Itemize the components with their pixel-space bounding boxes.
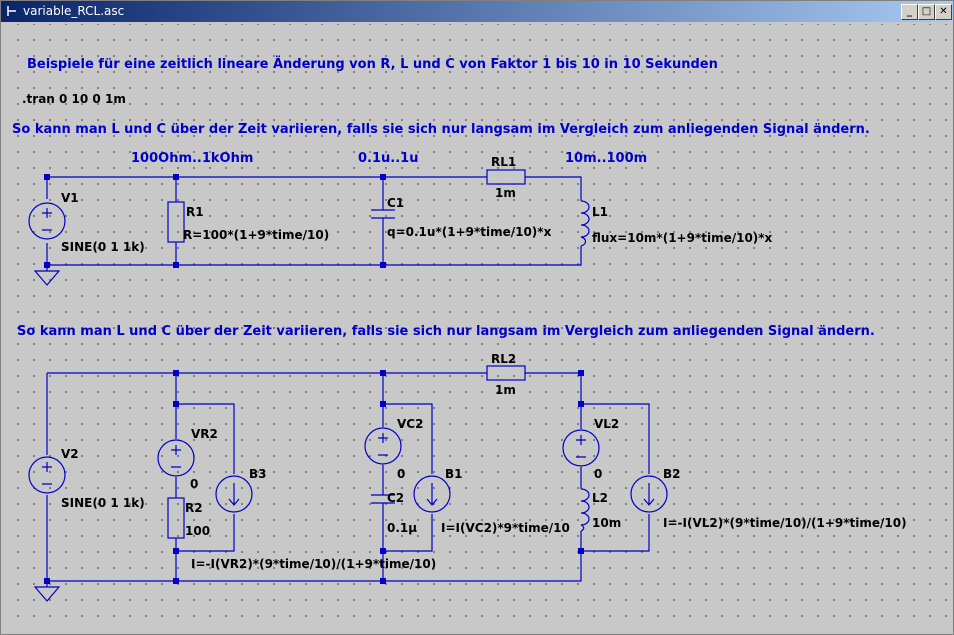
l1-name: L1	[592, 205, 608, 219]
voltage-source-v2	[28, 456, 66, 494]
wire	[382, 373, 433, 581]
r2-name: R2	[185, 501, 203, 515]
b3-value: I=-I(VR2)*(9*time/10)/(1+9*time/10)	[191, 557, 436, 571]
rl1-value: 1m	[495, 186, 516, 200]
close-button[interactable]: ✕	[935, 4, 952, 20]
c1-name: C1	[387, 196, 404, 210]
r1-name: R1	[186, 205, 204, 219]
maximize-button[interactable]: □	[918, 4, 935, 20]
wire	[47, 176, 582, 266]
note1-comment: So kann man L und C über der Zeit variie…	[12, 122, 870, 137]
range-r-comment: 100Ohm..1kOhm	[131, 151, 253, 166]
schematic-drawing: Beispiele für eine zeitlich lineare Ände…	[12, 56, 907, 602]
vr2-value: 0	[190, 477, 198, 491]
resistor-r1	[167, 201, 185, 243]
range-c-comment: 0.1u..1u	[358, 151, 418, 166]
rl1-name: RL1	[491, 155, 516, 169]
vc2-value: 0	[397, 467, 405, 481]
v1-name: V1	[61, 191, 79, 205]
rl2-value: 1m	[495, 383, 516, 397]
schematic-canvas[interactable]: Beispiele für eine zeitlich lineare Ände…	[4, 24, 950, 631]
inductor-l1	[580, 200, 590, 247]
l1-value: flux=10m*(1+9*time/10)*x	[592, 231, 773, 245]
capacitor-c1	[371, 209, 395, 219]
b1-name: B1	[445, 467, 463, 481]
tran-directive[interactable]: .tran 0 10 0 1m	[22, 92, 126, 106]
r2-value: 100	[185, 524, 210, 538]
v1-value: SINE(0 1 1k)	[61, 240, 145, 254]
l2-value: 10m	[592, 516, 621, 530]
b2-value: I=-I(VL2)*(9*time/10)/(1+9*time/10)	[663, 516, 907, 530]
voltage-source-vr2	[157, 439, 195, 477]
wire	[46, 373, 582, 587]
plus-minus-marks	[42, 208, 586, 485]
ground-symbol	[33, 270, 61, 286]
r1-value: R=100*(1+9*time/10)	[183, 228, 329, 242]
note2-comment: So kann man L und C über der Zeit vari​i…	[17, 324, 875, 339]
vl2-value: 0	[594, 467, 602, 481]
current-source-b1	[413, 475, 451, 513]
wire	[175, 373, 235, 581]
ground-symbol	[33, 586, 61, 602]
vl2-name: VL2	[594, 417, 619, 431]
vr2-name: VR2	[191, 427, 218, 441]
resistor-r2	[167, 497, 185, 539]
vc2-name: VC2	[397, 417, 423, 431]
voltage-source-v1	[28, 202, 66, 240]
minimize-button[interactable]: _	[901, 4, 918, 20]
capacitor-c2	[371, 494, 395, 504]
b1-value: I=I(VC2)*9*time/10	[441, 521, 570, 535]
schematic-icon	[7, 6, 16, 16]
current-source-b2	[630, 475, 668, 513]
range-l-comment: 10m..100m	[565, 151, 647, 166]
current-source-b3	[215, 475, 253, 513]
v2-name: V2	[61, 447, 79, 461]
resistor-rl1	[486, 169, 526, 185]
heading-comment: Beispiele für eine zeitlich lineare Ände…	[27, 56, 718, 72]
b3-name: B3	[249, 467, 267, 481]
b2-name: B2	[663, 467, 681, 481]
current-arrows	[228, 483, 655, 506]
junction-dots	[44, 174, 584, 584]
resistor-rl2	[486, 365, 526, 381]
c2-value: 0.1µ	[387, 521, 417, 535]
rl2-name: RL2	[491, 352, 516, 366]
window-title: variable_RCL.asc	[23, 4, 125, 18]
title-bar[interactable]: variable_RCL.asc _ □ ✕	[1, 1, 953, 22]
inductor-l2	[580, 488, 590, 532]
c2-name: C2	[387, 491, 404, 505]
c1-value: q=0.1u*(1+9*time/10)*x	[387, 225, 552, 239]
voltage-source-vc2	[364, 427, 402, 465]
voltage-source-vl2	[562, 429, 600, 467]
v2-value: SINE(0 1 1k)	[61, 496, 145, 510]
l2-name: L2	[592, 491, 608, 505]
